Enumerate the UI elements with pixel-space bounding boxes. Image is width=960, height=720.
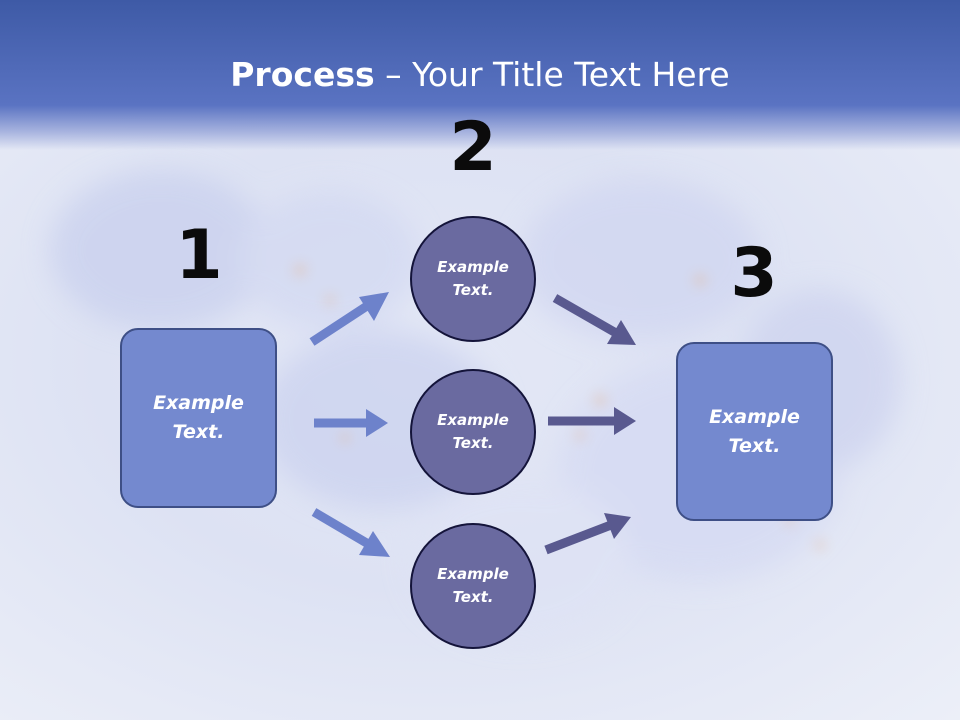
slide-title: Process – Your Title Text Here xyxy=(0,52,960,98)
arrow-from-middle-circle xyxy=(548,407,636,435)
step-2-circle-bottom: Example Text. xyxy=(410,523,536,649)
arrow-from-bottom-circle xyxy=(544,513,631,555)
step-1-box: Example Text. xyxy=(120,328,277,508)
step-number-2: 2 xyxy=(449,108,497,187)
step-number-1: 1 xyxy=(175,216,223,295)
step-2-circle-top: Example Text. xyxy=(410,216,536,342)
title-bold: Process xyxy=(230,55,375,94)
arrow-to-middle-circle xyxy=(314,409,388,437)
arrow-to-bottom-circle xyxy=(311,508,390,557)
arrow-from-top-circle xyxy=(552,294,636,345)
step-3-box: Example Text. xyxy=(676,342,833,521)
step-number-3: 3 xyxy=(730,234,778,313)
step-2-circle-middle: Example Text. xyxy=(410,369,536,495)
title-rest: – Your Title Text Here xyxy=(374,55,730,94)
title-band xyxy=(0,0,960,150)
arrow-to-top-circle xyxy=(309,292,389,346)
